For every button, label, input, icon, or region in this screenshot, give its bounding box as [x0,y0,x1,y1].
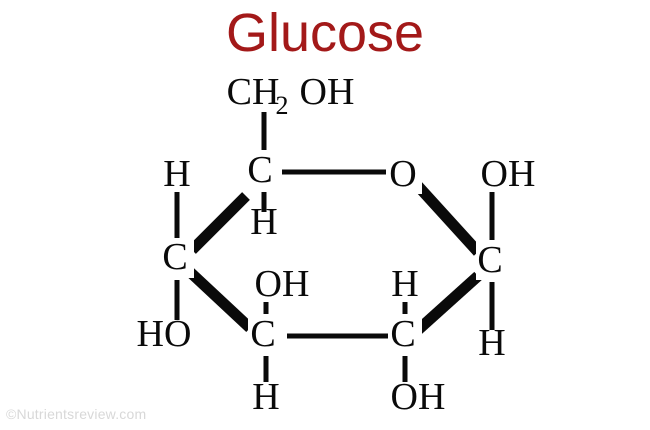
atom-label-c4: C [162,236,187,278]
atom-label-c3: C [250,313,275,355]
atom-label-o-ring: O [389,153,416,195]
substituent-label-oh-c3: OH [255,263,310,305]
ring-atom-o-ring: O [386,153,422,195]
substituent-label-oh-c2: OH [391,376,446,418]
atom-label-c1: C [477,239,502,281]
copyright-watermark: ©Nutrientsreview.com [6,406,147,422]
bond-c4-c5-wedge [188,192,250,254]
bond-c4-c3-wedge [186,267,254,333]
substituent-label-ch2oh-head: CH [227,71,280,113]
label-mask-c3 [248,314,282,354]
ring-atom-c1: C [476,239,510,281]
atom-label-c2: C [390,313,415,355]
substituent-label-ch2oh-tail: OH [300,71,355,113]
page-title: Glucose [225,3,425,63]
ring-atom-c4: C [160,236,194,278]
label-mask-c1 [476,240,510,280]
label-mask-c4 [160,238,194,278]
substituent-label-h-c4-up: H [163,153,190,195]
substituent-label-ho-c4: HO [137,313,192,355]
label-mask-o [386,154,422,194]
ring-atom-c2: C [388,313,422,355]
ring-atom-c3: C [248,313,282,355]
label-mask-c5 [246,150,282,190]
ring-atom-c5: C [246,149,282,191]
substituent-label-ch2oh-subscript: 2 [276,91,289,120]
substituent-label-h-c3-down: H [252,376,279,418]
substituent-label-h-c1-down: H [478,322,505,364]
substituent-label-oh-c1: OH [481,153,536,195]
label-mask-c2 [388,314,422,354]
substituent-label-h-c2-up: H [391,263,418,305]
atom-label-c5: C [247,149,272,191]
bond-c2-c1-wedge [414,271,482,335]
bond-o-c1-wedge [413,182,483,256]
substituent-label-h-c5-down: H [250,201,277,243]
substituent-ch2oh: CH 2 OH [227,71,355,120]
